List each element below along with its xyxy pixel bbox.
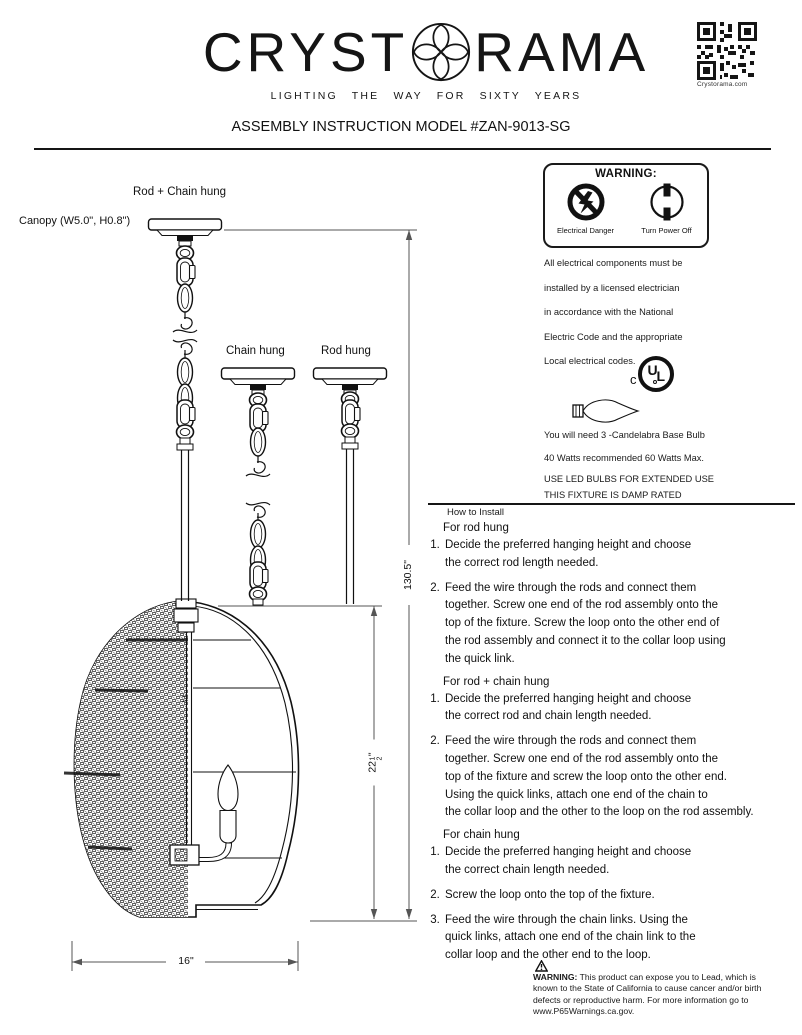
label-canopy: Canopy (W5.0", H0.8") [19, 215, 131, 227]
warning-box-title: WARNING: [595, 168, 657, 180]
chain-hung-drawing [220, 367, 296, 606]
logo-text-right: RAMA [474, 21, 650, 83]
warning-triangle-icon [535, 960, 548, 972]
bulb-info-line: USE LED BULBS FOR EXTENDED USE [544, 474, 714, 484]
ul-logo-icon: U L [637, 356, 674, 392]
bulb-info-line: THIS FIXTURE IS DAMP RATED [544, 490, 682, 500]
turn-power-off-icon [649, 183, 684, 221]
install-step: Feed the wire through the chain links. U… [443, 912, 802, 965]
candle-bulb-drawing [198, 764, 239, 862]
page-title: ASSEMBLY INSTRUCTION MODEL #ZAN-9013-SG [231, 119, 571, 135]
basket-drawing [63, 598, 300, 918]
bulb-info-line: You will need 3 -Candelabra Base Bulb [544, 430, 705, 440]
section-title-rod-chain-hung: For rod + chain hung [443, 675, 550, 688]
bulb-info-line: 40 Watts recommended 60 Watts Max. [544, 453, 704, 463]
qr-caption: Crystorama.com [697, 81, 748, 88]
flower-logo-icon [410, 21, 472, 83]
turn-power-off-caption: Turn Power Off [641, 226, 692, 235]
electrical-notice-line: installed by a licensed electrician [544, 282, 680, 293]
brand-tagline: LIGHTING THE WAY FOR SIXTY YEARS [270, 90, 582, 102]
install-step: Feed the wire through the rods and conne… [443, 733, 802, 822]
label-rod-hung: Rod hung [321, 345, 371, 357]
install-step: Decide the preferred hanging height and … [443, 691, 802, 727]
section-title-chain-hung: For chain hung [443, 829, 520, 842]
install-heading: How to Install [447, 507, 505, 518]
steps-rod-hung: Decide the preferred hanging height and … [420, 537, 802, 669]
electrical-danger-icon [567, 183, 604, 221]
cul-certification-mark: c U L [630, 356, 674, 392]
logo-text-left: CRYST [202, 21, 409, 83]
ul-c-prefix: c [630, 371, 637, 387]
install-instructions: How to Install For rod hung Decide the p… [420, 507, 802, 972]
electrical-notice-line: in accordance with the National [544, 307, 674, 317]
qr-code-block: Crystorama.com [697, 22, 761, 88]
steps-rod-chain-hung: Decide the preferred hanging height and … [420, 691, 802, 823]
qr-code-icon [697, 22, 757, 80]
rod-chain-hung-drawing [147, 218, 223, 703]
prop65-text: This product can expose you to Lead, whi… [533, 972, 762, 1017]
dimension-arrows [72, 230, 413, 966]
title-divider [34, 148, 771, 150]
brand-logo: CRYST RAMA [188, 20, 664, 84]
electrical-notice-line: All electrical components must be [544, 258, 683, 268]
electrical-notice-line: Local electrical codes. [544, 356, 636, 366]
dimension-fixture-width: 16" [167, 955, 205, 967]
candelabra-bulb-icon [571, 392, 647, 430]
install-step: Screw the loop onto the top of the fixtu… [443, 887, 802, 905]
label-rod-chain-hung: Rod + Chain hung [133, 186, 227, 198]
electrical-notice-line: Electric Code and the appropriate [544, 331, 683, 342]
section-title-rod-hung: For rod hung [443, 522, 509, 534]
install-section-divider [428, 503, 795, 505]
label-chain-hung: Chain hung [226, 345, 285, 357]
warning-box: WARNING: Electrical Danger Turn Power Of… [543, 163, 709, 248]
electrical-danger-caption: Electrical Danger [556, 226, 615, 235]
fixture-diagram [63, 218, 417, 971]
prop65-label: WARNING: [533, 972, 578, 982]
dimension-overall-height: 130.5" [402, 545, 416, 605]
prop65-warning: WARNING: This product can expose you to … [533, 960, 781, 1018]
electrical-notice: All electrical components must be instal… [544, 258, 714, 381]
install-step: Decide the preferred hanging height and … [443, 844, 802, 880]
install-step: Feed the wire through the rods and conne… [443, 580, 802, 669]
bulb-info: You will need 3 -Candelabra Base Bulb 40… [544, 430, 794, 500]
install-step: Decide the preferred hanging height and … [443, 537, 802, 573]
steps-chain-hung: Decide the preferred hanging height and … [420, 844, 802, 965]
rod-hung-drawing [312, 367, 388, 604]
